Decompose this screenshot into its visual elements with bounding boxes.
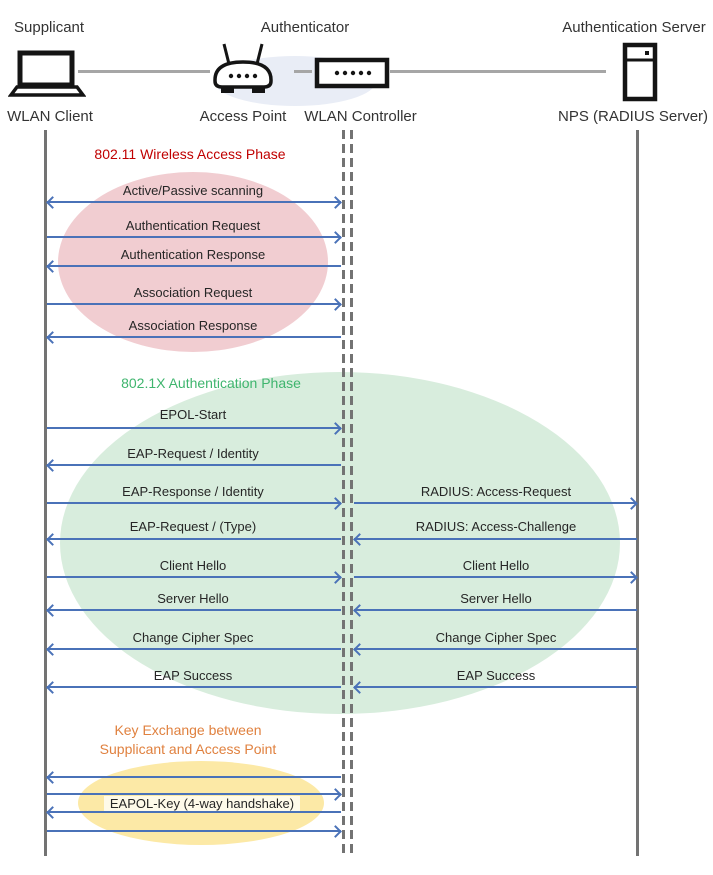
arrow-eap-success-right	[353, 680, 637, 694]
arrow-authentication-response	[46, 259, 341, 273]
device-wlan-controller: WLAN Controller	[304, 108, 417, 125]
arrow-eap-response-identity	[47, 496, 342, 510]
msg-association-response: Association Response	[128, 318, 258, 333]
arrow-authentication-request	[47, 230, 342, 244]
arrow-eap-success-left	[46, 680, 341, 694]
msg-authentication-request: Authentication Request	[125, 218, 261, 233]
msg-server-hello-left: Server Hello	[157, 591, 229, 606]
device-access-point: Access Point	[199, 108, 287, 125]
arrow-association-response	[46, 330, 341, 344]
arrow-active-passive-scanning	[46, 195, 342, 209]
connector-ap-controller	[294, 70, 312, 73]
msg-client-hello-right: Client Hello	[462, 558, 530, 573]
msg-eap-request-identity: EAP-Request / Identity	[127, 446, 259, 461]
connector-controller-server	[390, 70, 606, 73]
arrow-client-hello-left	[47, 570, 342, 584]
msg-change-cipher-spec-right: Change Cipher Spec	[435, 630, 557, 645]
arrow-radius-access-challenge	[353, 532, 637, 546]
arrow-eap-request-type	[46, 532, 341, 546]
arrow-eap-request-identity	[46, 458, 341, 472]
device-wlan-client: WLAN Client	[7, 108, 93, 125]
msg-authentication-response: Authentication Response	[120, 247, 266, 262]
lifeline-controller-right	[350, 130, 353, 856]
key-exchange-title-line1: Key Exchange between	[114, 722, 262, 738]
arrow-radius-access-request	[354, 496, 638, 510]
wireless-phase-title: 802.11 Wireless Access Phase	[94, 146, 286, 162]
msg-eap-success-left: EAP Success	[153, 668, 233, 683]
laptop-icon	[8, 50, 86, 98]
lifeline-radius-server	[636, 130, 639, 856]
wlan-controller-icon	[314, 57, 390, 89]
access-point-icon	[208, 40, 278, 98]
msg-eap-success-right: EAP Success	[456, 668, 536, 683]
lifeline-controller-left	[342, 130, 345, 856]
arrow-eapol-key-3	[46, 805, 341, 819]
role-authentication-server: Authentication Server	[562, 19, 706, 36]
arrow-eapol-key-2	[47, 787, 342, 801]
msg-eapol-key-handshake: EAPOL-Key (4-way handshake)	[95, 795, 309, 812]
arrow-change-cipher-spec-left	[46, 642, 341, 656]
device-nps-radius-server: NPS (RADIUS Server)	[558, 108, 709, 125]
key-exchange-title-line2: Supplicant and Access Point	[99, 741, 277, 757]
connector-client-ap	[78, 70, 210, 73]
arrow-server-hello-right	[353, 603, 637, 617]
msg-client-hello-left: Client Hello	[159, 558, 227, 573]
arrow-client-hello-right	[354, 570, 638, 584]
msg-active-passive-scanning: Active/Passive scanning	[122, 183, 264, 198]
role-authenticator: Authenticator	[260, 19, 350, 36]
msg-radius-access-request: RADIUS: Access-Request	[420, 484, 572, 499]
arrow-server-hello-left	[46, 603, 341, 617]
dot1x-phase-title: 802.1X Authentication Phase	[121, 375, 301, 391]
role-supplicant: Supplicant	[14, 19, 85, 36]
arrow-association-request	[47, 297, 342, 311]
msg-server-hello-right: Server Hello	[460, 591, 532, 606]
msg-epol-start: EPOL-Start	[159, 407, 227, 422]
msg-association-request: Association Request	[133, 285, 253, 300]
msg-eap-response-identity: EAP-Response / Identity	[122, 484, 264, 499]
msg-radius-access-challenge: RADIUS: Access-Challenge	[415, 519, 577, 534]
dot1x-phase-ellipse	[60, 372, 620, 714]
msg-eap-request-type: EAP-Request / (Type)	[129, 519, 257, 534]
arrow-change-cipher-spec-right	[353, 642, 637, 656]
arrow-eapol-key-4	[47, 824, 342, 838]
msg-change-cipher-spec-left: Change Cipher Spec	[132, 630, 254, 645]
eapol-key-label: EAPOL-Key (4-way handshake)	[103, 796, 301, 811]
arrow-eapol-key-1	[46, 770, 341, 784]
arrow-epol-start	[47, 421, 342, 435]
lifeline-wlan-client	[44, 130, 47, 856]
server-icon	[621, 42, 659, 102]
